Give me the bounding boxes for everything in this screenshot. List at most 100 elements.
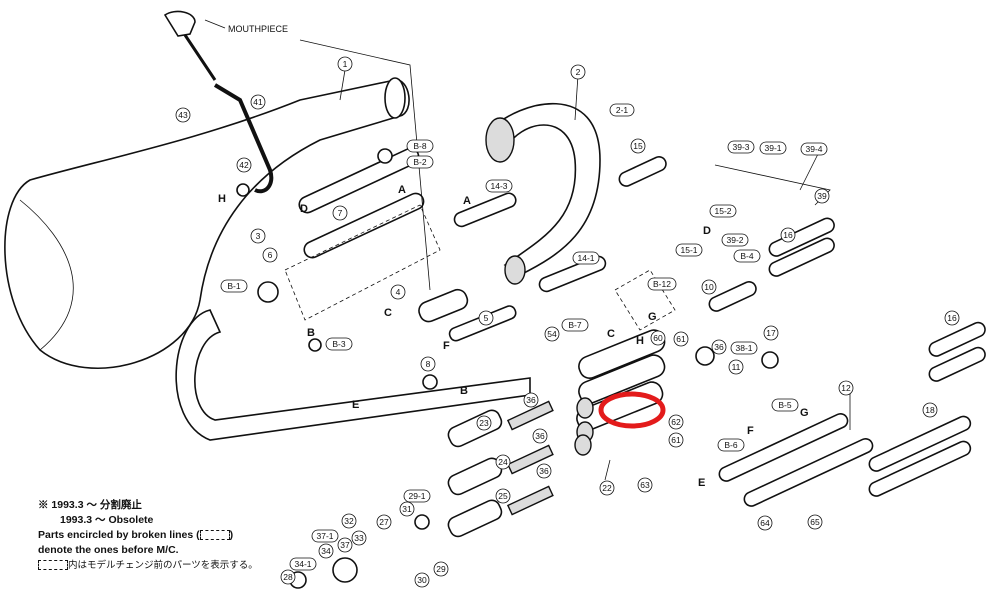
callout-54: 54 (544, 326, 560, 342)
svg-text:25: 25 (498, 491, 508, 501)
callout-39-3: 39-3 (727, 140, 755, 154)
callout-10: 10 (701, 279, 717, 295)
callout-43: 43 (175, 107, 191, 123)
callout-34-1: 34-1 (289, 557, 317, 571)
note-broken-lines-a: Parts encircled by broken lines ( (38, 529, 200, 541)
callout-2-1: 2-1 (609, 103, 635, 117)
small-parts (236, 148, 779, 589)
svg-text:65: 65 (810, 517, 820, 527)
svg-text:4: 4 (396, 287, 401, 297)
svg-text:B-6: B-6 (724, 440, 738, 450)
pre-model-change-boxes (284, 204, 676, 331)
svg-text:28: 28 (283, 572, 293, 582)
note-broken-lines: Parts encircled by broken lines () (38, 528, 258, 543)
svg-text:1: 1 (343, 59, 348, 69)
callout-14-3: 14-3 (485, 179, 513, 193)
svg-text:34: 34 (321, 546, 331, 556)
svg-text:5: 5 (484, 313, 489, 323)
svg-text:11: 11 (732, 362, 741, 372)
callout-2: 2 (570, 64, 586, 80)
callout-1: 1 (337, 56, 353, 72)
callout-15: 15 (630, 138, 646, 154)
callout-61a: 61 (673, 331, 689, 347)
svg-text:B-1: B-1 (227, 281, 241, 291)
dashed-box-sample (199, 530, 230, 541)
callout-41: 41 (250, 94, 266, 110)
svg-text:B-5: B-5 (778, 400, 792, 410)
callout-65: 65 (807, 514, 823, 530)
crook-part-2 (485, 102, 601, 285)
svg-text:14-1: 14-1 (577, 253, 594, 263)
callout-36b: 36 (532, 428, 548, 444)
svg-text:31: 31 (402, 504, 412, 514)
callout-42: 42 (236, 157, 252, 173)
svg-text:G: G (648, 311, 657, 323)
svg-text:F: F (747, 425, 754, 437)
svg-text:C: C (607, 328, 615, 340)
svg-text:B-2: B-2 (413, 157, 427, 167)
svg-text:E: E (352, 399, 359, 411)
callout-29-1: 29-1 (403, 489, 431, 503)
callout-5: 5 (478, 310, 494, 326)
svg-text:22: 22 (602, 483, 612, 493)
svg-text:62: 62 (671, 417, 681, 427)
callout-14-1: 14-1 (572, 251, 600, 265)
callout-b-1: B-1 (220, 279, 248, 293)
callout-b-2: B-2 (406, 155, 434, 169)
callout-11: 11 (728, 359, 744, 375)
svg-text:37-1: 37-1 (316, 531, 333, 541)
connection-letters: A A B B C C D D E E F F G G H H (218, 184, 809, 489)
callout-24: 24 (495, 454, 511, 470)
mouthpiece-part (163, 10, 274, 194)
svg-text:15-2: 15-2 (714, 206, 731, 216)
straight-tubes (298, 147, 986, 507)
svg-text:B-4: B-4 (740, 251, 754, 261)
svg-text:3: 3 (256, 231, 261, 241)
svg-text:39: 39 (817, 191, 827, 201)
svg-text:39-2: 39-2 (726, 235, 743, 245)
callout-6: 6 (262, 247, 278, 263)
svg-text:29: 29 (436, 564, 446, 574)
svg-text:32: 32 (344, 516, 354, 526)
svg-text:F: F (443, 340, 450, 352)
callout-3: 3 (250, 228, 266, 244)
callout-25: 25 (495, 488, 511, 504)
svg-text:C: C (384, 307, 392, 319)
callout-39-4: 39-4 (800, 142, 828, 156)
callout-39-1: 39-1 (759, 141, 787, 155)
svg-text:2-1: 2-1 (616, 105, 629, 115)
callout-18: 18 (922, 402, 938, 418)
callout-b-3: B-3 (325, 337, 353, 351)
svg-text:D: D (300, 203, 308, 215)
svg-text:42: 42 (239, 160, 249, 170)
svg-text:43: 43 (178, 110, 188, 120)
callout-bubbles: 1 2 2-1 3 4 5 6 7 8 10 11 12 14-1 14-3 1… (175, 56, 960, 588)
svg-text:24: 24 (498, 457, 508, 467)
callout-4: 4 (390, 284, 406, 300)
svg-text:27: 27 (379, 517, 389, 527)
callout-63: 63 (637, 477, 653, 493)
svg-text:41: 41 (253, 97, 263, 107)
callout-28: 28 (280, 569, 296, 585)
svg-text:37: 37 (340, 540, 350, 550)
note-broken-lines-b: ) (229, 529, 234, 541)
svg-text:B-8: B-8 (413, 141, 427, 151)
svg-text:14-3: 14-3 (490, 181, 507, 191)
svg-text:15: 15 (633, 141, 643, 151)
svg-text:39-1: 39-1 (764, 143, 781, 153)
callout-62: 62 (668, 414, 684, 430)
svg-text:17: 17 (766, 328, 776, 338)
callout-39-2: 39-2 (721, 233, 749, 247)
callout-b-7: B-7 (561, 318, 589, 332)
note-model-change-jp: 内はモデルチェンジ前のパーツを表示する。 (38, 558, 258, 573)
svg-text:16: 16 (783, 230, 793, 240)
valve-cluster (574, 329, 666, 456)
callout-b-6: B-6 (717, 438, 745, 452)
svg-text:39-4: 39-4 (805, 144, 822, 154)
callout-16a: 16 (780, 227, 796, 243)
svg-text:60: 60 (653, 333, 663, 343)
callout-23: 23 (476, 415, 492, 431)
callout-60: 60 (650, 330, 666, 346)
callout-b-5: B-5 (771, 398, 799, 412)
callout-36d: 36 (711, 339, 727, 355)
